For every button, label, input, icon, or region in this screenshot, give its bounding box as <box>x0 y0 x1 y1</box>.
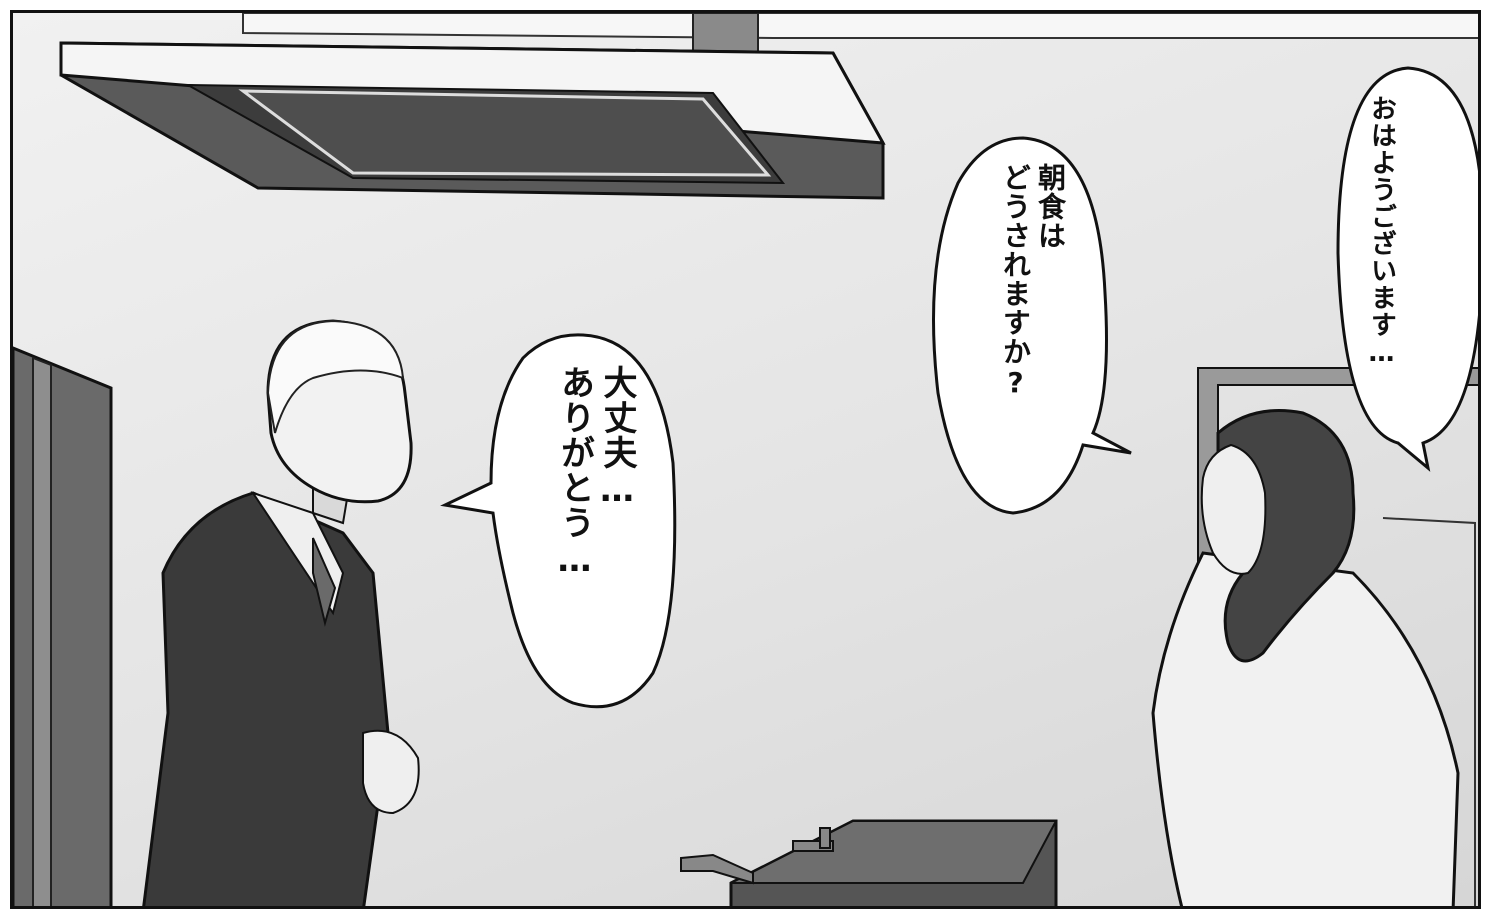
speech-balloon-question <box>932 136 1132 515</box>
comic-panel: おはようございます… 朝食は どうされますか? 大丈夫… ありがとう… <box>10 10 1481 909</box>
breakfast-question-text: 朝食は どうされますか? <box>998 163 1068 523</box>
woman-figure <box>1151 409 1460 906</box>
speech-balloon-reply <box>440 333 677 709</box>
question-line-2: どうされますか? <box>999 163 1032 400</box>
faucet-icon <box>680 827 834 885</box>
greeting-line-1: おはようございます… <box>1366 95 1397 369</box>
greeting-text: おはようございます… <box>1365 95 1398 435</box>
speech-balloon-greeting <box>1336 66 1478 472</box>
reply-line-2: ありがとう… <box>554 365 595 581</box>
question-line-1: 朝食は <box>1034 163 1067 250</box>
reply-line-1: 大丈夫… <box>597 365 637 511</box>
door-frame-icon <box>1197 367 1478 906</box>
reply-text: 大丈夫… ありがとう… <box>553 365 638 685</box>
scene-art <box>13 13 1478 906</box>
range-hood-icon <box>59 41 886 200</box>
left-cabinet <box>13 346 113 906</box>
ceiling-vent <box>692 13 759 54</box>
ceiling-strip <box>242 13 1478 39</box>
man-in-suit-figure <box>142 319 420 906</box>
kitchen-counter-icon <box>729 819 1058 906</box>
